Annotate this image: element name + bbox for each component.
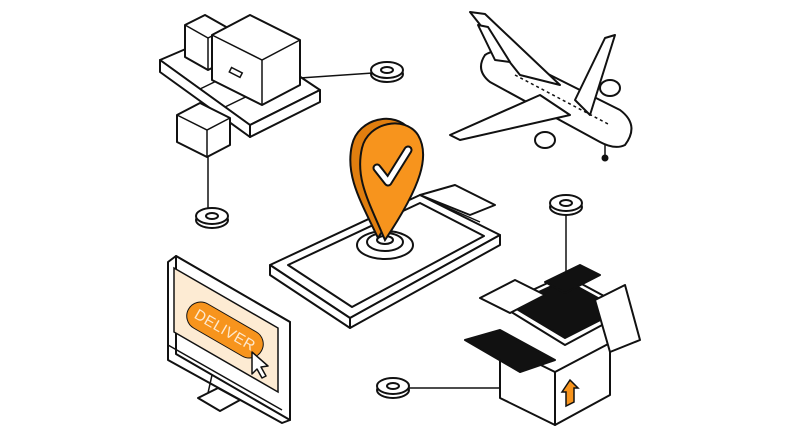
airplane-icon <box>449 11 633 162</box>
cursor-icon <box>251 351 269 379</box>
connector-node-left <box>195 207 229 229</box>
location-pin-check-icon <box>349 117 425 260</box>
connector-node-right <box>549 194 583 216</box>
pallet-boxes-icon <box>159 14 321 158</box>
connector-node-bottom <box>376 377 410 399</box>
open-box-icon <box>464 264 641 426</box>
connector-node-top <box>370 61 404 83</box>
